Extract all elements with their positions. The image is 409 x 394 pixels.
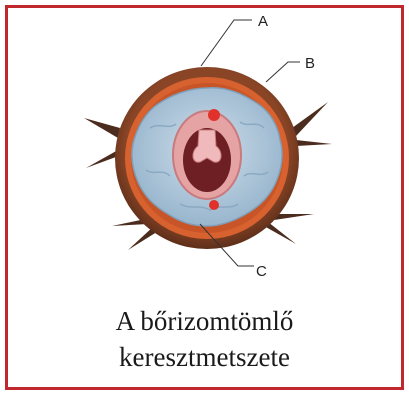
dorsal-vessel: [208, 109, 220, 121]
spine-right-lower: [296, 140, 332, 146]
label-a: A: [258, 13, 268, 30]
label-b: B: [305, 55, 315, 72]
spine-right-upper: [292, 102, 328, 136]
caption-line-2: keresztmetszete: [8, 339, 401, 375]
caption-line-1: A bőrizomtömlő: [8, 303, 401, 339]
ventral-nerve-cord: [209, 200, 219, 210]
label-c: C: [256, 263, 267, 280]
spine-left-upper: [84, 118, 120, 138]
callout-line-a: [201, 20, 252, 66]
callout-line-b: [266, 62, 300, 82]
